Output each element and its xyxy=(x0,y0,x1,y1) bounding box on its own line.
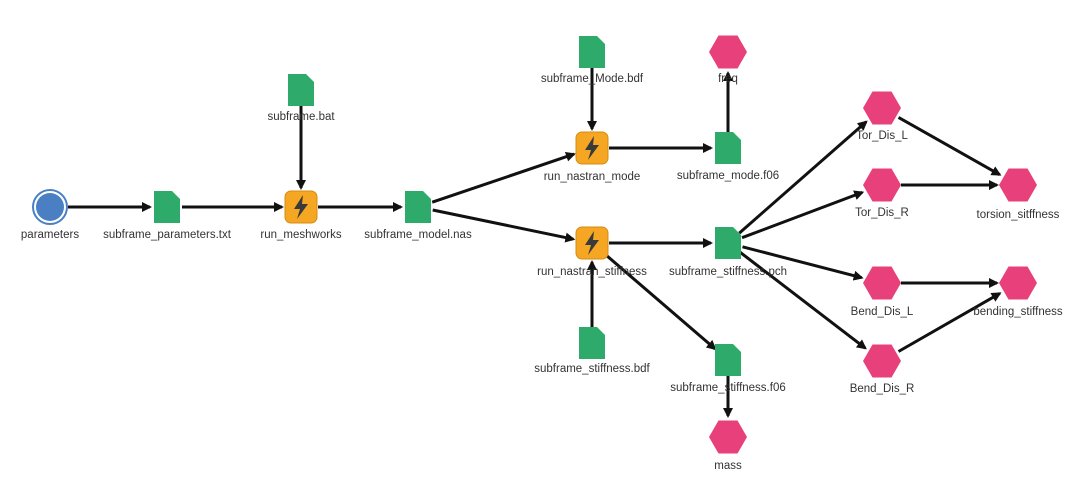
file-icon xyxy=(288,74,314,106)
node-label-subframe_model: subframe_model.nas xyxy=(364,229,472,241)
node-label-subframe_bat: subframe.bat xyxy=(267,111,335,123)
hexagon-icon xyxy=(863,266,901,300)
circle-icon xyxy=(32,189,68,225)
edge-run_nastran_stiffness-to-subframe_stiffness_f06 xyxy=(603,252,717,351)
node-label-tor_dis_l: Tor_Dis_L xyxy=(856,130,908,142)
file-icon xyxy=(405,191,431,223)
file-icon xyxy=(154,191,180,223)
node-tor_dis_l[interactable]: Tor_Dis_L xyxy=(856,91,908,143)
hexagon-icon xyxy=(709,35,747,69)
lightning-icon xyxy=(575,226,609,260)
lightning-icon xyxy=(575,131,609,165)
node-subframe_mode_bdf[interactable]: subframe_Mode.bdf xyxy=(541,36,644,85)
node-label-torsion_stiffness: torsion_sitffness xyxy=(977,209,1060,221)
edge-tor_dis_l-to-torsion_stiffness xyxy=(897,116,1002,177)
node-subframe_mode_f06[interactable]: subframe_mode.f06 xyxy=(677,132,779,182)
node-bend_dis_r[interactable]: Bend_Dis_R xyxy=(850,344,915,396)
node-torsion_stiffness[interactable]: torsion_sitffness xyxy=(977,168,1060,222)
node-label-subframe_parameters: subframe_parameters.txt xyxy=(103,229,232,241)
edge-bend_dis_r-to-bending_stiffness xyxy=(897,292,1002,353)
node-label-bend_dis_l: Bend_Dis_L xyxy=(851,306,914,318)
node-label-subframe_stiffness_bdf: subframe_stiffness.bdf xyxy=(534,363,650,375)
node-parameters[interactable]: parameters xyxy=(21,189,79,241)
hexagon-icon xyxy=(863,91,901,125)
node-label-mass: mass xyxy=(714,460,742,472)
hexagon-icon xyxy=(863,168,901,202)
file-icon xyxy=(715,344,741,376)
file-icon xyxy=(579,36,605,68)
node-label-subframe_stiffness_f06: subframe_stiffness.f06 xyxy=(670,382,786,394)
edge-subframe_model-to-run_nastran_stiffness xyxy=(432,208,576,243)
node-label-subframe_mode_bdf: subframe_Mode.bdf xyxy=(541,73,644,85)
node-freq[interactable]: freq xyxy=(709,35,747,86)
node-label-tor_dis_r: Tor_Dis_R xyxy=(855,207,909,219)
edge-subframe_stiffness_pch-to-tor_dis_l xyxy=(738,120,868,235)
file-icon xyxy=(579,327,605,359)
edges-layer xyxy=(68,67,1002,418)
node-label-bend_dis_r: Bend_Dis_R xyxy=(850,383,915,395)
edge-subframe_stiffness_pch-to-bend_dis_l xyxy=(742,245,864,281)
node-label-run_meshworks: run_meshworks xyxy=(260,229,341,241)
node-mass[interactable]: mass xyxy=(709,420,747,473)
node-subframe_parameters[interactable]: subframe_parameters.txt xyxy=(103,191,232,241)
node-label-run_nastran_stiffness: run_nastran_stiffness xyxy=(537,266,647,278)
node-bending_stiffness[interactable]: bending_stiffness xyxy=(973,266,1063,319)
hexagon-icon xyxy=(999,168,1037,202)
node-subframe_model[interactable]: subframe_model.nas xyxy=(364,191,472,241)
node-label-subframe_stiffness_pch: subframe_stiffness.pch xyxy=(669,266,787,278)
edge-subframe_stiffness_pch-to-bend_dis_r xyxy=(738,250,867,350)
node-label-subframe_mode_f06: subframe_mode.f06 xyxy=(677,170,779,182)
hexagon-icon xyxy=(863,344,901,378)
lightning-icon xyxy=(284,190,318,224)
node-subframe_stiffness_f06[interactable]: subframe_stiffness.f06 xyxy=(670,344,786,394)
node-run_nastran_mode[interactable]: run_nastran_mode xyxy=(544,131,641,183)
node-subframe_bat[interactable]: subframe.bat xyxy=(267,74,335,123)
node-bend_dis_l[interactable]: Bend_Dis_L xyxy=(851,266,914,319)
hexagon-icon xyxy=(999,266,1037,300)
hexagon-icon xyxy=(709,420,747,454)
node-subframe_stiffness_pch[interactable]: subframe_stiffness.pch xyxy=(669,227,787,278)
node-run_meshworks[interactable]: run_meshworks xyxy=(260,190,342,241)
edge-subframe_stiffness_pch-to-tor_dis_r xyxy=(741,190,865,240)
node-label-freq: freq xyxy=(718,73,738,85)
file-icon xyxy=(715,132,741,164)
edge-subframe_model-to-run_nastran_mode xyxy=(431,151,576,204)
file-icon xyxy=(715,227,741,259)
node-tor_dis_r[interactable]: Tor_Dis_R xyxy=(855,168,909,220)
node-label-bending_stiffness: bending_stiffness xyxy=(973,306,1063,318)
node-run_nastran_stiffness[interactable]: run_nastran_stiffness xyxy=(537,226,647,278)
node-subframe_stiffness_bdf[interactable]: subframe_stiffness.bdf xyxy=(534,327,651,375)
node-label-run_nastran_mode: run_nastran_mode xyxy=(544,171,641,183)
node-label-parameters: parameters xyxy=(21,229,79,241)
